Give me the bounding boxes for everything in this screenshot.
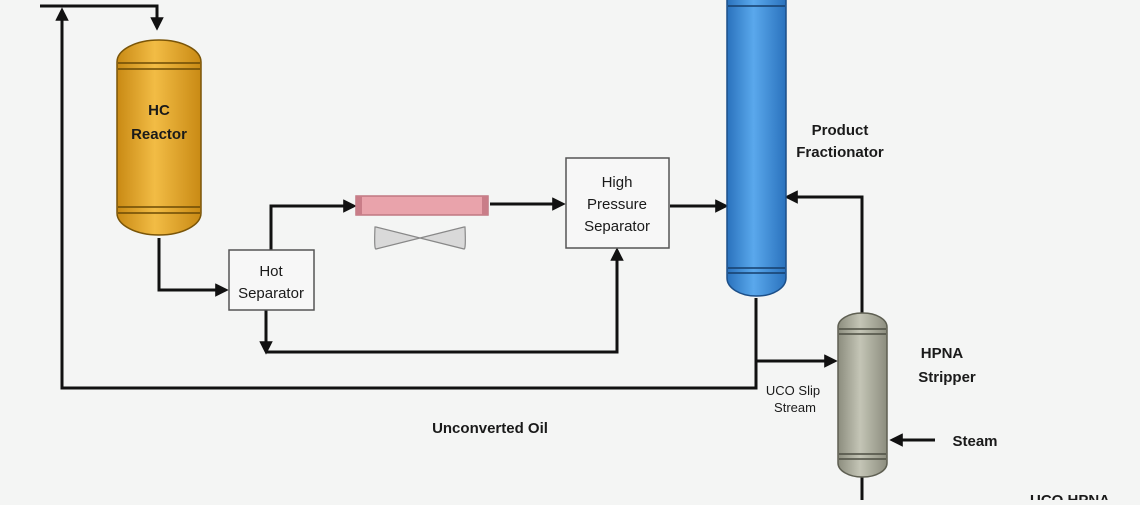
hot-separator-label-line1: Hot (259, 263, 283, 280)
hp-separator-label-line3: Separator (584, 218, 650, 235)
cutoff-label: UCO HPNA (1030, 492, 1110, 500)
slip-stream-label-line1: UCO Slip (766, 383, 820, 398)
stripper-label-line1: HPNA (921, 345, 964, 362)
hp-separator-label-line2: Pressure (587, 196, 647, 213)
stripper-overhead-line (784, 190, 864, 316)
recycle-feed-line (40, 4, 164, 31)
hc-reactor: HC Reactor (116, 39, 202, 236)
slip-stream-label-line2: Stream (774, 400, 816, 415)
hot-separator: Hot Separator (228, 249, 315, 311)
fractionator-label-line2: Fractionator (796, 144, 884, 161)
hot-separator-liquid-line (266, 247, 624, 354)
hp-separator-label-line1: High (602, 174, 633, 191)
hc-reactor-label-line2: Reactor (131, 126, 187, 143)
reactor-to-hot-separator-line (157, 238, 229, 297)
hc-reactor-label-line1: HC (148, 102, 170, 119)
fractionator-label-line1: Product (812, 122, 869, 139)
stripper-label-line2: Stripper (918, 369, 976, 386)
high-pressure-separator: High Pressure Separator (565, 157, 670, 249)
product-fractionator (726, 0, 787, 297)
fan-icon (374, 226, 466, 250)
air-cooler (355, 195, 489, 216)
hot-separator-to-cooler-line (269, 199, 357, 250)
unconverted-oil-label: Unconverted Oil (432, 420, 548, 437)
steam-label: Steam (952, 433, 997, 450)
hot-separator-label-line2: Separator (238, 285, 304, 302)
unconverted-oil-line (55, 7, 758, 390)
hpna-stripper (837, 312, 888, 478)
